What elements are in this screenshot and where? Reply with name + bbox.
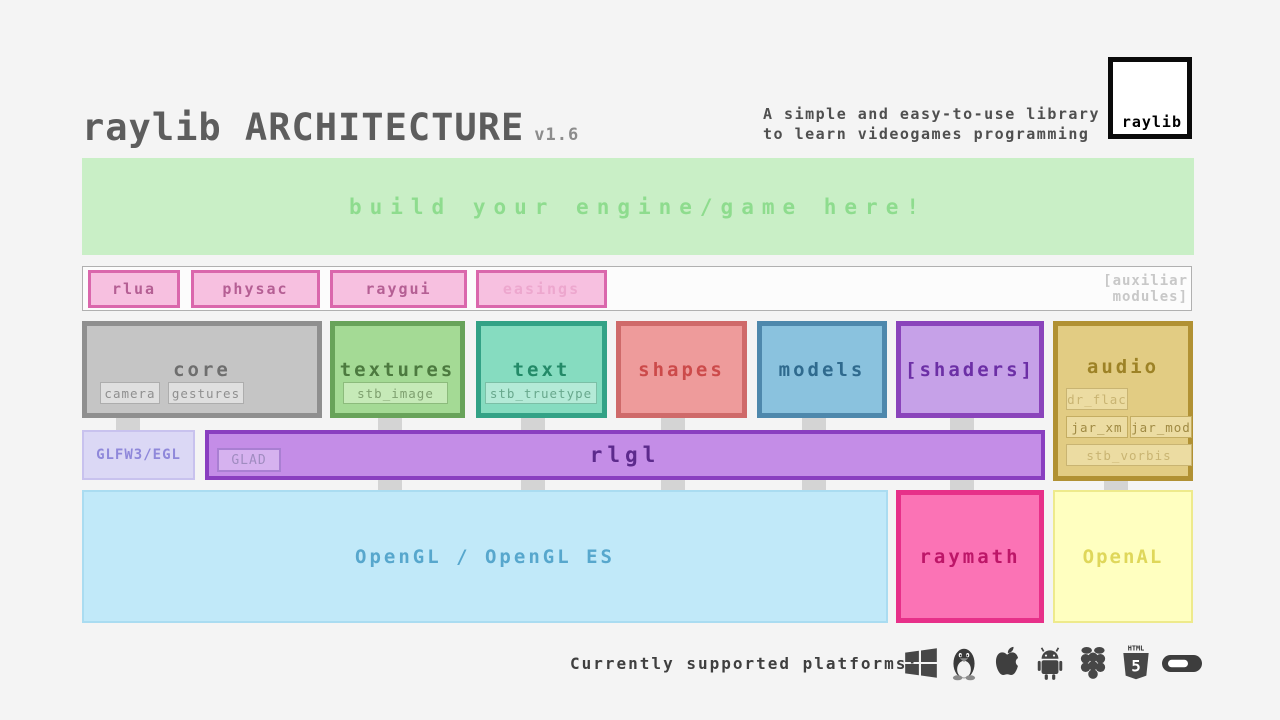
- engine-banner-label: build your engine/game here!: [348, 194, 927, 219]
- svg-text:HTML: HTML: [1128, 644, 1145, 652]
- chip-gestures: gestures: [168, 382, 244, 404]
- platforms-caption: Currently supported platforms:: [570, 654, 919, 673]
- glfw-egl-box: GLFW3/EGL: [82, 430, 195, 480]
- opengl-label: OpenGL / OpenGL ES: [355, 545, 615, 568]
- module-models-label: models: [778, 358, 866, 381]
- chip-jar-mod: jar_mod: [1130, 416, 1192, 438]
- aux-module-easings-label: easings: [502, 280, 581, 298]
- linux-icon: [945, 644, 983, 682]
- apple-icon: [988, 644, 1026, 682]
- connector-text-rlgl: [521, 417, 545, 430]
- aux-module-physac-label: physac: [222, 280, 289, 298]
- connector-textures-rlgl: [378, 417, 402, 430]
- auxiliar-modules-caption: [auxiliar modules]: [1040, 273, 1188, 305]
- connector-rlgl-opengl-2: [521, 479, 545, 490]
- page-title: raylib ARCHITECTURE v1.6: [82, 106, 579, 149]
- aux-module-physac: physac: [191, 270, 320, 308]
- oculus-icon: [1160, 644, 1204, 682]
- version-label: v1.6: [534, 125, 580, 145]
- connector-rlgl-opengl-1: [378, 479, 402, 490]
- module-shaders-label: [shaders]: [905, 358, 1035, 381]
- rlgl-box: rlgl GLAD: [205, 430, 1045, 480]
- module-core-label: core: [173, 358, 231, 381]
- aux-module-rlua: rlua: [88, 270, 180, 308]
- aux-module-rlua-label: rlua: [111, 280, 157, 298]
- module-text-label: text: [512, 358, 571, 381]
- engine-banner: build your engine/game here!: [82, 158, 1194, 255]
- openal-box: OpenAL: [1053, 490, 1193, 623]
- connector-shapes-rlgl: [661, 417, 685, 430]
- chip-dr-flac: dr_flac: [1066, 388, 1128, 410]
- module-audio-label: audio: [1086, 356, 1160, 378]
- connector-core-glfw: [116, 417, 140, 430]
- tagline-line1: A simple and easy-to-use library: [763, 105, 1100, 123]
- auxiliar-caption-line2: modules]: [1112, 289, 1188, 305]
- openal-label: OpenAL: [1082, 545, 1164, 568]
- raylib-logo-text: raylib: [1121, 113, 1182, 131]
- chip-camera: camera: [100, 382, 160, 404]
- connector-rlgl-opengl-4: [802, 479, 826, 490]
- raymath-box: raymath: [896, 490, 1044, 623]
- module-models: models: [757, 321, 887, 418]
- aux-module-easings: easings: [476, 270, 607, 308]
- module-textures: textures stb_image: [330, 321, 465, 418]
- windows-icon: [902, 644, 940, 682]
- module-shapes-label: shapes: [638, 358, 725, 381]
- opengl-box: OpenGL / OpenGL ES: [82, 490, 888, 623]
- chip-jar-xm: jar_xm: [1066, 416, 1128, 438]
- auxiliar-caption-line1: [auxiliar: [1103, 273, 1188, 289]
- chip-stb-vorbis: stb_vorbis: [1066, 444, 1192, 466]
- module-shapes: shapes: [616, 321, 747, 418]
- svg-text:5: 5: [1131, 656, 1141, 675]
- raspberry-pi-icon: [1074, 644, 1112, 682]
- html5-icon: HTML 5: [1117, 644, 1155, 682]
- title-text: raylib ARCHITECTURE: [82, 106, 525, 149]
- rlgl-label: rlgl: [589, 443, 661, 467]
- module-text: text stb_truetype: [476, 321, 607, 418]
- chip-stb-truetype: stb_truetype: [485, 382, 597, 404]
- aux-module-raygui: raygui: [330, 270, 467, 308]
- module-textures-label: textures: [339, 358, 456, 381]
- raylib-logo: raylib: [1108, 57, 1192, 139]
- platform-icons: HTML 5: [902, 642, 1204, 684]
- connector-audio-openal: [1104, 481, 1128, 490]
- tagline-line2: to learn videogames programming: [763, 125, 1090, 143]
- aux-module-raygui-label: raygui: [365, 280, 432, 298]
- glfw-egl-label: GLFW3/EGL: [96, 447, 181, 463]
- glad-chip: GLAD: [217, 448, 281, 472]
- chip-stb-image: stb_image: [343, 382, 448, 404]
- raymath-label: raymath: [919, 545, 1021, 568]
- connector-models-rlgl: [802, 417, 826, 430]
- tagline: A simple and easy-to-use library to lear…: [763, 104, 1100, 144]
- connector-shaders-rlgl: [950, 417, 974, 430]
- connector-shaders-raymath: [950, 479, 974, 490]
- module-audio: audio dr_flac jar_xm jar_mod stb_vorbis: [1053, 321, 1193, 481]
- module-core: core camera gestures: [82, 321, 322, 418]
- android-icon: [1031, 644, 1069, 682]
- connector-rlgl-opengl-3: [661, 479, 685, 490]
- module-shaders: [shaders]: [896, 321, 1044, 418]
